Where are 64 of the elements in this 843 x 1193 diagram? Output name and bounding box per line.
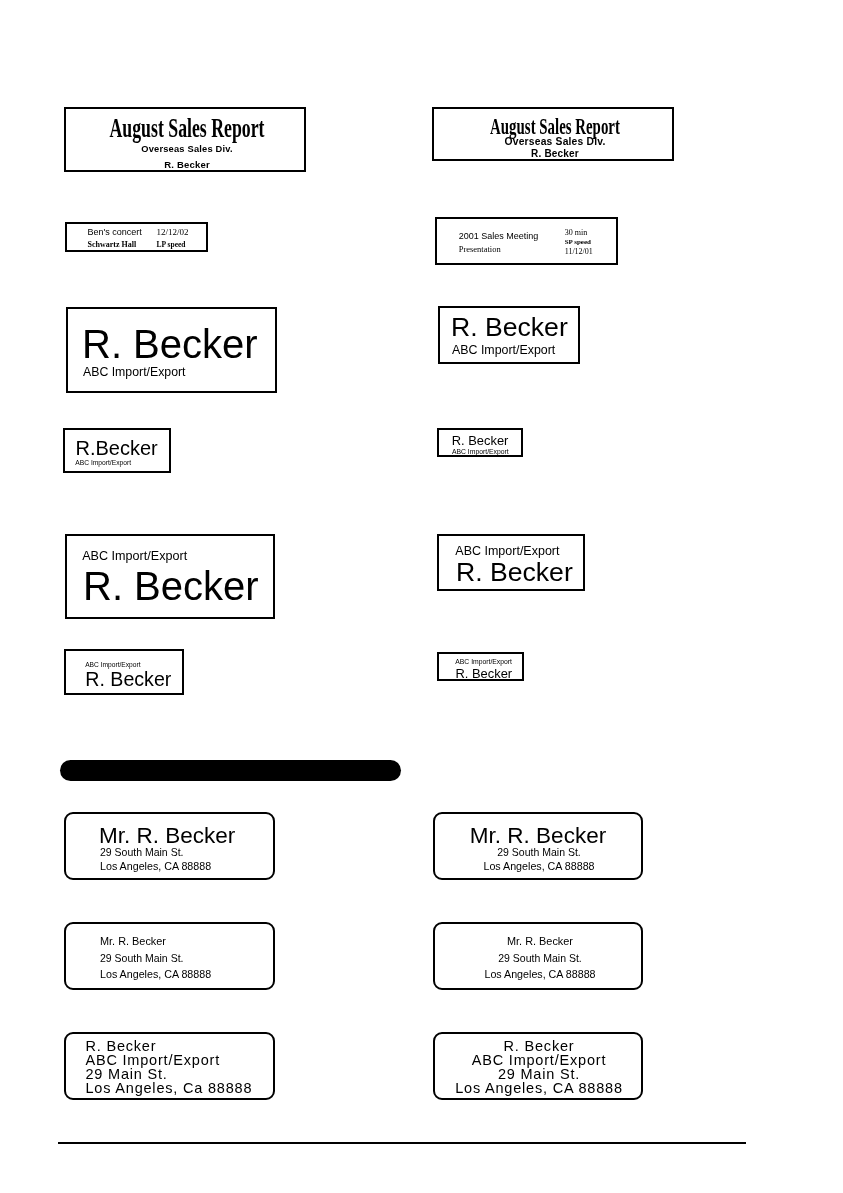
tape-label: [437, 652, 524, 681]
tape-label: [435, 217, 618, 265]
company-text: ABC Import/Export: [452, 343, 556, 357]
company-text: ABC Import/Export: [83, 365, 186, 379]
date-text: 11/12/01: [564, 247, 593, 257]
address-text: 29 South Main St.: [100, 847, 184, 859]
name-text: Mr. R. Becker: [99, 823, 236, 848]
tape-label: [433, 922, 643, 990]
heading-text: August Sales Report: [490, 113, 620, 138]
company-text: ABC Import/Export: [85, 1053, 220, 1067]
tape-label: [65, 534, 275, 619]
name-text: R. Becker: [451, 433, 509, 448]
name-text: R. Becker: [85, 1039, 157, 1053]
address-text: Los Angeles, CA 88888: [100, 968, 212, 980]
address-text: 29 Main St.: [85, 1067, 168, 1081]
subject-text: Presentation: [458, 244, 501, 254]
name-text: R. Becker: [451, 314, 568, 343]
address-text: 29 South Main St.: [100, 953, 184, 964]
address-text: 29 South Main St.: [498, 953, 582, 964]
event-text: Ben's concert: [87, 227, 142, 238]
company-text: ABC Import/Export: [82, 549, 188, 563]
name-text: Mr. R. Becker: [100, 936, 166, 948]
event-text: 2001 Sales Meeting: [458, 231, 539, 242]
address-text: 29 South Main St.: [497, 847, 581, 859]
tape-label: [64, 1032, 275, 1100]
section-header-bar: [60, 760, 401, 781]
address-text: Los Angeles, CA 88888: [483, 861, 595, 873]
tape-label: [64, 922, 275, 990]
tape-label: [65, 222, 208, 252]
address-text: Los Angeles, Ca 88888: [85, 1081, 253, 1095]
name-text: R. Becker: [531, 149, 579, 160]
name-text: R. Becker: [455, 667, 513, 681]
tape-label: [437, 534, 585, 591]
tape-label: [64, 812, 275, 880]
tape-label: [64, 649, 184, 695]
name-text: R. Becker: [82, 322, 258, 365]
tape-label: [64, 107, 306, 172]
address-text: Los Angeles, CA 88888: [484, 968, 596, 980]
tape-label: [66, 307, 277, 393]
name-text: R. Becker: [503, 1039, 575, 1053]
name-text: Mr. R. Becker: [469, 823, 607, 848]
name-text: Mr. R. Becker: [507, 936, 573, 948]
heading-text: August Sales Report: [109, 113, 265, 142]
date-text: 12/12/02: [156, 227, 189, 238]
venue-text: Schwartz Hall: [87, 240, 137, 249]
tape-label: [437, 428, 523, 457]
tape-label: [63, 428, 171, 473]
address-text: Los Angeles, CA 88888: [100, 861, 212, 873]
name-text: R.Becker: [75, 437, 158, 459]
company-text: ABC Import/Export: [455, 544, 560, 559]
name-text: R. Becker: [456, 558, 573, 587]
name-text: R. Becker: [85, 669, 172, 690]
duration-text: 30 min: [564, 228, 588, 238]
tape-label: [438, 306, 580, 364]
name-text: R. Becker: [164, 159, 210, 170]
name-text: R. Becker: [83, 565, 259, 608]
company-text: ABC Import/Export: [471, 1053, 607, 1067]
tape-label: [433, 1032, 643, 1100]
department-text: Overseas Sales Div.: [504, 137, 606, 148]
department-text: Overseas Sales Div.: [141, 145, 233, 155]
tape-label: [432, 107, 674, 161]
address-text: Los Angeles, CA 88888: [455, 1081, 623, 1095]
tape-label: [433, 812, 643, 880]
address-text: 29 Main St.: [497, 1067, 581, 1081]
